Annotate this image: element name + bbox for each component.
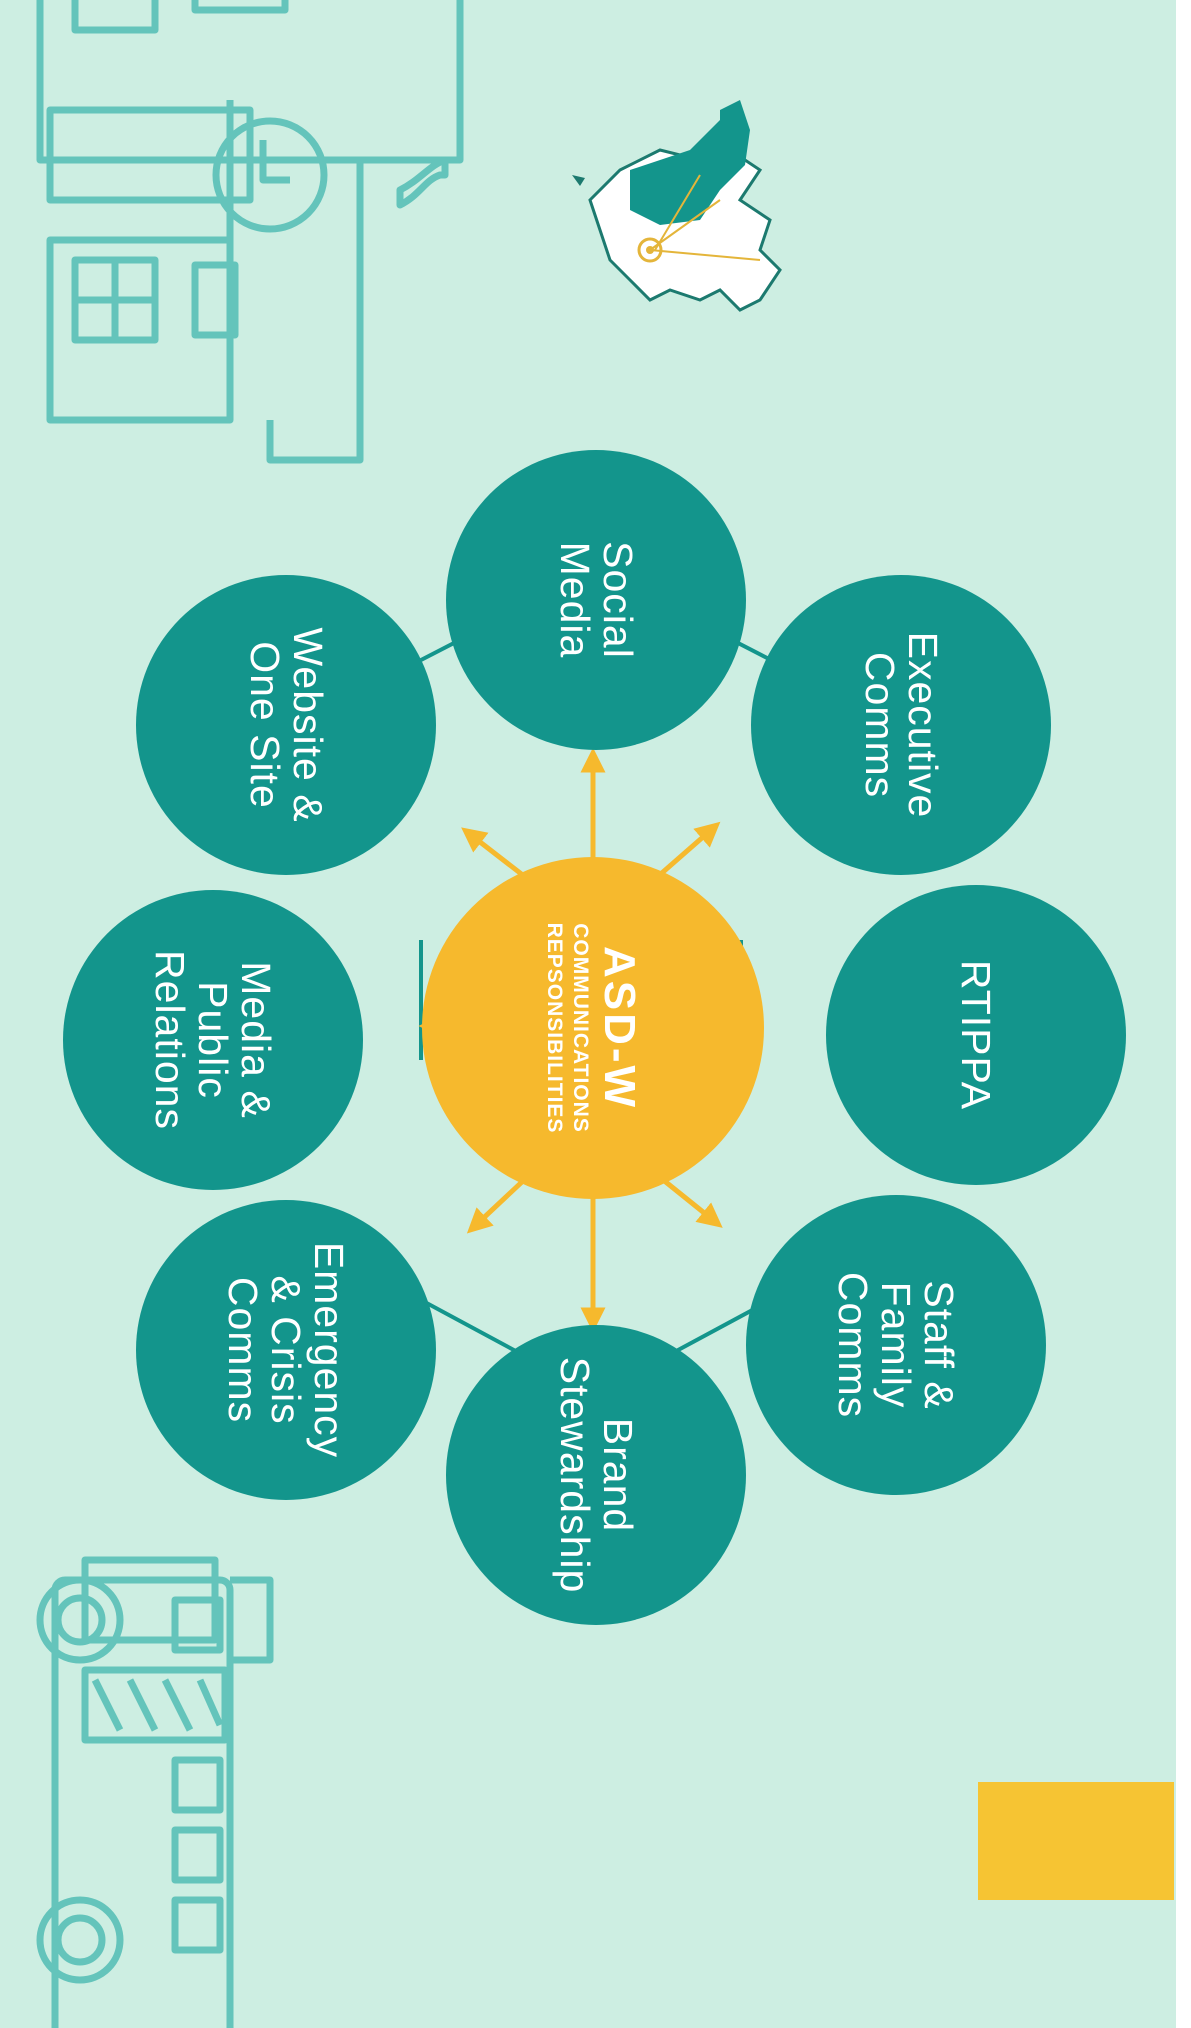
node-executive-label: Executive Comms: [857, 631, 946, 819]
node-media-relations: Media & Public Relations: [63, 890, 363, 1190]
school-bus-illustration: [36, 1556, 274, 2028]
node-rtippa: RTIPPA: [826, 885, 1126, 1185]
center-subtitle-line1: COMMUNICATIONS: [569, 923, 592, 1133]
node-brand-label: Brand Stewardship: [552, 1356, 641, 1594]
center-title: ASD-W: [595, 945, 644, 1111]
node-website-label: Website & One Site: [242, 627, 331, 823]
gold-accent-block: [978, 1782, 1174, 1900]
node-social-media: Social Media: [446, 450, 746, 750]
node-emergency: Emergency & Crisis Comms: [136, 1200, 436, 1500]
node-executive: Executive Comms: [751, 575, 1051, 875]
node-rtippa-label: RTIPPA: [953, 959, 1000, 1111]
node-brand: Brand Stewardship: [446, 1325, 746, 1625]
node-staff-family: Staff & Family Comms: [746, 1195, 1046, 1495]
node-media-relations-label: Media & Public Relations: [147, 950, 280, 1130]
node-emergency-label: Emergency & Crisis Comms: [220, 1241, 353, 1459]
node-staff-family-label: Staff & Family Comms: [830, 1271, 963, 1419]
center-subtitle-line2: REPSONSIBILITIES: [543, 922, 566, 1134]
node-social-media-label: Social Media: [552, 541, 641, 659]
district-map-logo: [572, 100, 782, 312]
center-node: ASD-W COMMUNICATIONS REPSONSIBILITIES: [422, 857, 764, 1199]
school-building-illustration: [36, 0, 464, 464]
node-website: Website & One Site: [136, 575, 436, 875]
